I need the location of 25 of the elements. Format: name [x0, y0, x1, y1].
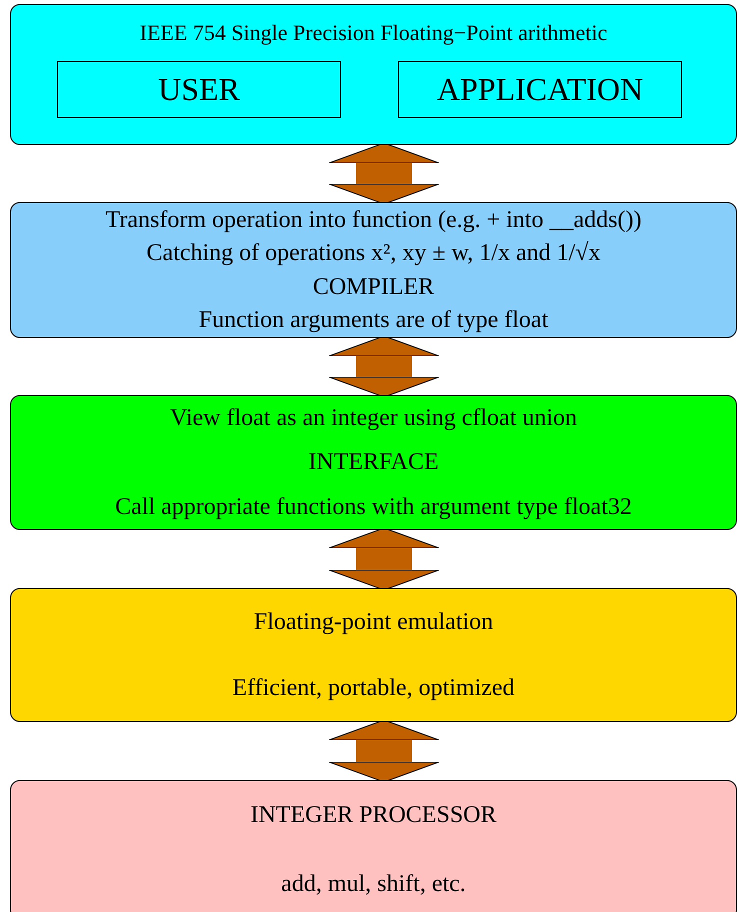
- layer-text: APPLICATION: [436, 72, 644, 108]
- layer-text: View float as an integer using cfloat union: [170, 404, 578, 432]
- layer-box: [10, 395, 737, 530]
- layer-text: Transform operation into function (e.g. + into __adds()): [106, 206, 642, 233]
- layer-box: [10, 588, 737, 722]
- double-arrow: [328, 528, 440, 590]
- label-box: [57, 61, 341, 118]
- layer-text: Function arguments are of type float: [198, 307, 548, 334]
- layer-text: IEEE 754 Single Precision Floating−Point arithmetic: [140, 21, 608, 46]
- layer-text: Call appropriate functions with argument type float32: [115, 494, 632, 520]
- double-arrow: [328, 142, 440, 204]
- layer-text: INTERFACE: [308, 449, 439, 476]
- layer-box: [10, 780, 737, 912]
- layer-text: USER: [158, 72, 240, 108]
- layer-text: add, mul, shift, etc.: [281, 871, 466, 898]
- double-arrow: [328, 336, 440, 398]
- layer-text: Efficient, portable, optimized: [232, 674, 515, 702]
- layer-box: [10, 4, 737, 145]
- layer-text: Floating-point emulation: [254, 608, 494, 636]
- layer-text: COMPILER: [312, 274, 434, 300]
- layer-text: Catching of operations x², xy ± w, 1/x and 1/√x: [146, 240, 600, 266]
- double-arrow: [328, 720, 440, 782]
- label-box: [398, 61, 682, 118]
- layer-text: INTEGER PROCESSOR: [250, 802, 497, 829]
- layer-box: [10, 202, 737, 338]
